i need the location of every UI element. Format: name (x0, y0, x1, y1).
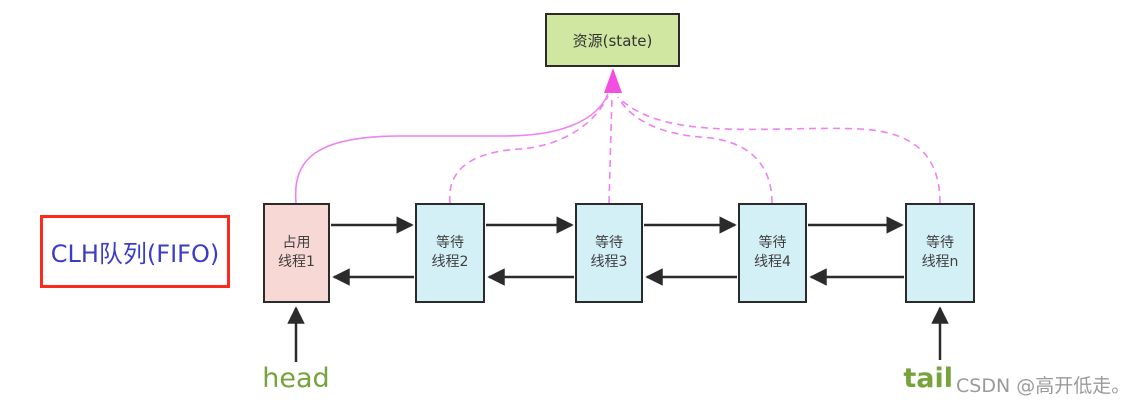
resource-link-threadn-dashed (619, 98, 941, 204)
thread-node-3-name: 线程3 (590, 254, 628, 270)
tail-pointer-label: tail (903, 363, 953, 394)
csdn-watermark: CSDN @高开低走。 (956, 375, 1130, 397)
resource-link-thread2-dashed (448, 95, 609, 204)
thread-node-1: 占用 线程1 (263, 203, 330, 303)
clh-queue-title-box: CLH队列(FIFO) (40, 215, 230, 288)
thread-node-1-role: 占用 (282, 235, 311, 252)
resource-link-thread1-solid (294, 93, 609, 204)
thread-node-2-role: 等待 (435, 235, 464, 252)
clh-queue-title-label: CLH队列(FIFO) (50, 240, 220, 268)
thread-node-3-role: 等待 (594, 235, 623, 252)
thread-node-n-name: 线程n (921, 254, 959, 270)
thread-node-2-name: 线程2 (431, 254, 469, 270)
thread-node-4-name: 线程4 (754, 254, 791, 270)
resource-state-box: 资源(state) (545, 13, 680, 67)
thread-node-4: 等待 线程4 (738, 203, 807, 303)
thread-node-n: 等待 线程n (905, 203, 975, 303)
resource-state-label: 资源(state) (572, 31, 653, 50)
thread-node-3: 等待 线程3 (575, 203, 643, 303)
thread-node-n-role: 等待 (926, 235, 954, 252)
resource-arrowhead (604, 68, 622, 93)
resource-link-thread3-dashed (608, 95, 613, 204)
head-pointer-label: head (262, 363, 330, 394)
resource-link-thread4-dashed (617, 96, 773, 204)
thread-node-1-name: 线程1 (278, 254, 315, 270)
thread-node-2: 等待 线程2 (415, 203, 485, 303)
thread-node-4-role: 等待 (758, 235, 787, 252)
